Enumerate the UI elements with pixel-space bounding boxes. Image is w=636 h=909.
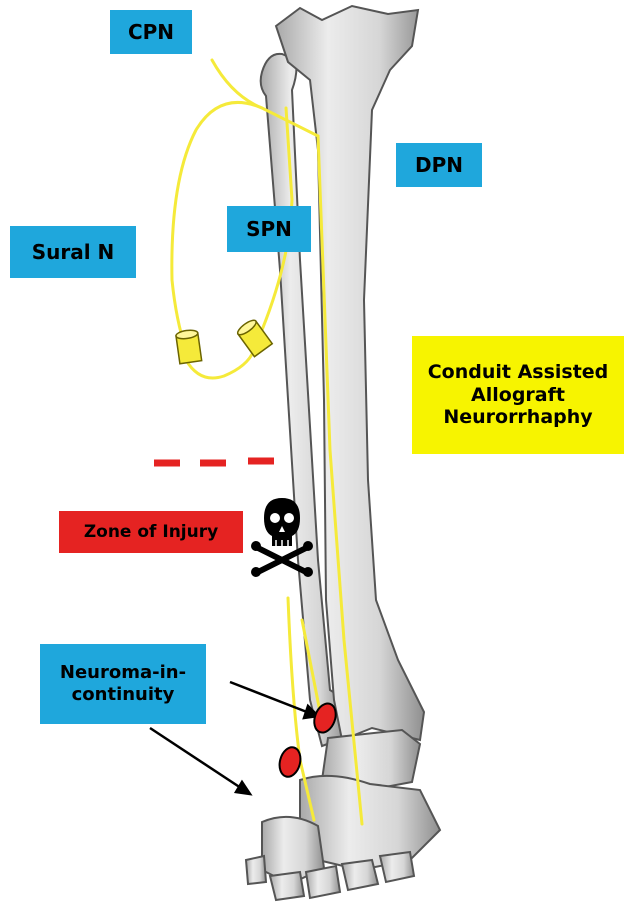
sural-nerve-label: Sural N (10, 226, 136, 278)
zone-of-injury-label: Zone of Injury (59, 511, 243, 553)
conduit-left (175, 329, 201, 364)
arrow-to-upper-neuroma (230, 682, 312, 714)
neuroma-in-continuity-label: Neuroma-in-continuity (40, 644, 206, 724)
dpn-label: DPN (396, 143, 482, 187)
conduit-allograft-label: Conduit Assisted Allograft Neurorrhaphy (412, 336, 624, 454)
foot-bones (246, 776, 440, 900)
conduit-right (236, 318, 273, 357)
cpn-label: CPN (110, 10, 192, 54)
spn-label: SPN (227, 206, 311, 252)
arrow-to-lower-neuroma (150, 728, 244, 790)
injury-boundary-dashes (154, 461, 274, 463)
